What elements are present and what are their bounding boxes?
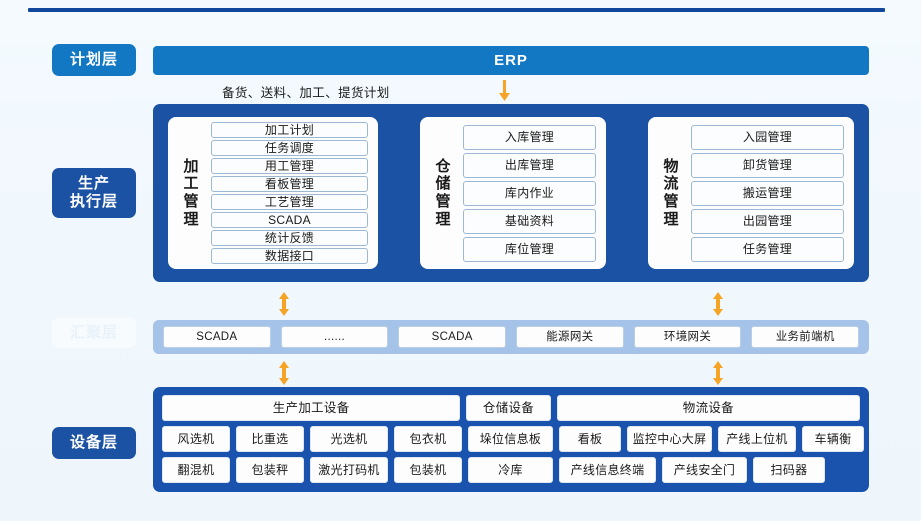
erp-plan-note: 备货、送料、加工、提货计划 (222, 86, 390, 100)
card-title-char: 管 (183, 193, 199, 210)
layer-badge-aggregation-label: 汇聚层 (69, 324, 118, 342)
list-item[interactable]: 统计反馈 (211, 230, 368, 246)
equipment-group-header-production: 生产加工设备 (162, 395, 461, 421)
equipment-group-header-storage: 仓储设备 (466, 395, 551, 421)
layer-badge-execution-line2: 执行层 (69, 193, 118, 210)
equipment-group-storage-row1: 垛位信息板 (468, 426, 553, 452)
card-items-warehouse: 入库管理 出库管理 库内作业 基础资料 库位管理 (463, 124, 596, 262)
arrow-up-down-icon (711, 361, 725, 385)
top-divider-rule (28, 8, 885, 12)
equipment-item[interactable]: 风选机 (162, 426, 230, 452)
layer-badge-plan-label: 计划层 (69, 51, 118, 69)
arrow-up-down-icon (711, 292, 725, 316)
card-title-char: 储 (435, 175, 451, 193)
equipment-item[interactable]: 包衣机 (394, 426, 462, 452)
list-item[interactable]: 出园管理 (691, 208, 844, 234)
aggregation-layer-strip: SCADA ...... SCADA 能源网关 环境网关 业务前端机 (153, 320, 869, 354)
agg-item[interactable]: 业务前端机 (751, 326, 860, 348)
card-title-char: 仓 (435, 157, 451, 175)
equipment-group-production-row1: 风选机 比重选 光选机 包衣机 (162, 426, 462, 452)
list-item[interactable]: 工艺管理 (211, 194, 368, 210)
equipment-item[interactable]: 产线上位机 (718, 426, 796, 452)
card-title-char: 流 (663, 175, 679, 193)
equipment-group-storage-row2: 冷库 (468, 457, 553, 483)
list-item[interactable]: 加工计划 (211, 122, 368, 138)
equipment-group-logistics-row2: 产线信息终端 产线安全门 扫码器 (559, 457, 860, 483)
list-item[interactable]: 看板管理 (211, 176, 368, 192)
card-title-char: 工 (183, 175, 199, 193)
equipment-item[interactable]: 比重选 (236, 426, 304, 452)
card-title-char: 理 (435, 210, 451, 228)
agg-item[interactable]: 能源网关 (516, 326, 624, 348)
equipment-item[interactable]: 包装秤 (236, 457, 304, 483)
list-item[interactable]: 基础资料 (463, 208, 596, 234)
card-logistics-management: 物 流 管 理 入园管理 卸货管理 搬运管理 出园管理 任务管理 (648, 117, 854, 269)
agg-item[interactable]: SCADA (398, 326, 507, 348)
equipment-item[interactable]: 产线信息终端 (559, 457, 656, 483)
equipment-group-logistics-row1: 看板 监控中心大屏 产线上位机 车辆衡 (559, 426, 864, 452)
equipment-item[interactable]: 包装机 (394, 457, 462, 483)
card-title-char: 管 (663, 193, 679, 210)
card-title-char: 加 (183, 157, 199, 175)
list-item[interactable]: 出库管理 (463, 152, 596, 178)
list-item[interactable]: 用工管理 (211, 158, 368, 174)
list-item[interactable]: 入库管理 (463, 124, 596, 150)
layer-badge-plan: 计划层 (52, 44, 136, 76)
list-item[interactable]: 卸货管理 (691, 152, 844, 178)
list-item[interactable]: SCADA (211, 212, 368, 228)
equipment-layer-panel: 生产加工设备 仓储设备 物流设备 风选机 比重选 光选机 包衣机 垛位信息板 看… (153, 387, 869, 492)
equipment-item[interactable]: 扫码器 (753, 457, 825, 483)
layer-badge-execution: 生产 执行层 (52, 168, 136, 218)
card-title-warehouse: 仓 储 管 理 (430, 158, 456, 229)
equipment-row-1: 风选机 比重选 光选机 包衣机 垛位信息板 看板 监控中心大屏 产线上位机 车辆… (162, 426, 864, 452)
erp-bar-label: ERP (494, 52, 528, 69)
equipment-group-production-row2: 翻混机 包装秤 激光打码机 包装机 (162, 457, 462, 483)
arrow-up-down-icon (277, 292, 291, 316)
card-title-char: 理 (183, 210, 199, 228)
list-item[interactable]: 搬运管理 (691, 180, 844, 206)
layer-badge-aggregation: 汇聚层 (52, 318, 136, 348)
layer-badge-equipment-label: 设备层 (69, 434, 118, 452)
arrow-up-down-icon (277, 361, 291, 385)
agg-item[interactable]: 环境网关 (633, 326, 742, 348)
layer-badge-equipment: 设备层 (52, 427, 136, 459)
list-item[interactable]: 任务调度 (211, 140, 368, 156)
list-item[interactable]: 入园管理 (691, 124, 844, 150)
erp-bar: ERP (153, 46, 869, 75)
card-warehouse-management: 仓 储 管 理 入库管理 出库管理 库内作业 基础资料 库位管理 (420, 117, 606, 269)
card-items-logistics: 入园管理 卸货管理 搬运管理 出园管理 任务管理 (691, 124, 844, 262)
equipment-item[interactable]: 车辆衡 (802, 426, 864, 452)
equipment-item[interactable]: 光选机 (310, 426, 388, 452)
card-title-logistics: 物 流 管 理 (658, 158, 684, 229)
equipment-item[interactable]: 冷库 (468, 457, 553, 483)
card-title-char: 物 (663, 157, 679, 175)
list-item[interactable]: 库位管理 (463, 236, 596, 262)
card-title-processing: 加 工 管 理 (178, 158, 204, 229)
equipment-row-2: 翻混机 包装秤 激光打码机 包装机 冷库 产线信息终端 产线安全门 扫码器 (162, 457, 860, 483)
agg-item[interactable]: ...... (280, 326, 389, 348)
list-item[interactable]: 库内作业 (463, 180, 596, 206)
equipment-item[interactable]: 垛位信息板 (468, 426, 553, 452)
equipment-item[interactable]: 监控中心大屏 (627, 426, 712, 452)
equipment-group-header-logistics: 物流设备 (556, 395, 860, 421)
arrow-down-icon (498, 80, 511, 102)
list-item[interactable]: 任务管理 (691, 236, 844, 262)
card-title-char: 管 (435, 193, 451, 210)
list-item[interactable]: 数据接口 (211, 248, 368, 264)
execution-layer-panel: 加 工 管 理 加工计划 任务调度 用工管理 看板管理 工艺管理 SCADA 统… (153, 104, 869, 282)
card-processing-management: 加 工 管 理 加工计划 任务调度 用工管理 看板管理 工艺管理 SCADA 统… (168, 117, 378, 269)
equipment-item[interactable]: 看板 (559, 426, 621, 452)
equipment-item[interactable]: 激光打码机 (310, 457, 388, 483)
card-title-char: 理 (663, 210, 679, 228)
layer-badge-execution-line1: 生产 (77, 175, 110, 193)
agg-item[interactable]: SCADA (163, 326, 271, 348)
equipment-header-row: 生产加工设备 仓储设备 物流设备 (162, 395, 860, 421)
card-items-processing: 加工计划 任务调度 用工管理 看板管理 工艺管理 SCADA 统计反馈 数据接口 (211, 122, 368, 264)
equipment-item[interactable]: 产线安全门 (662, 457, 747, 483)
equipment-item[interactable]: 翻混机 (162, 457, 230, 483)
